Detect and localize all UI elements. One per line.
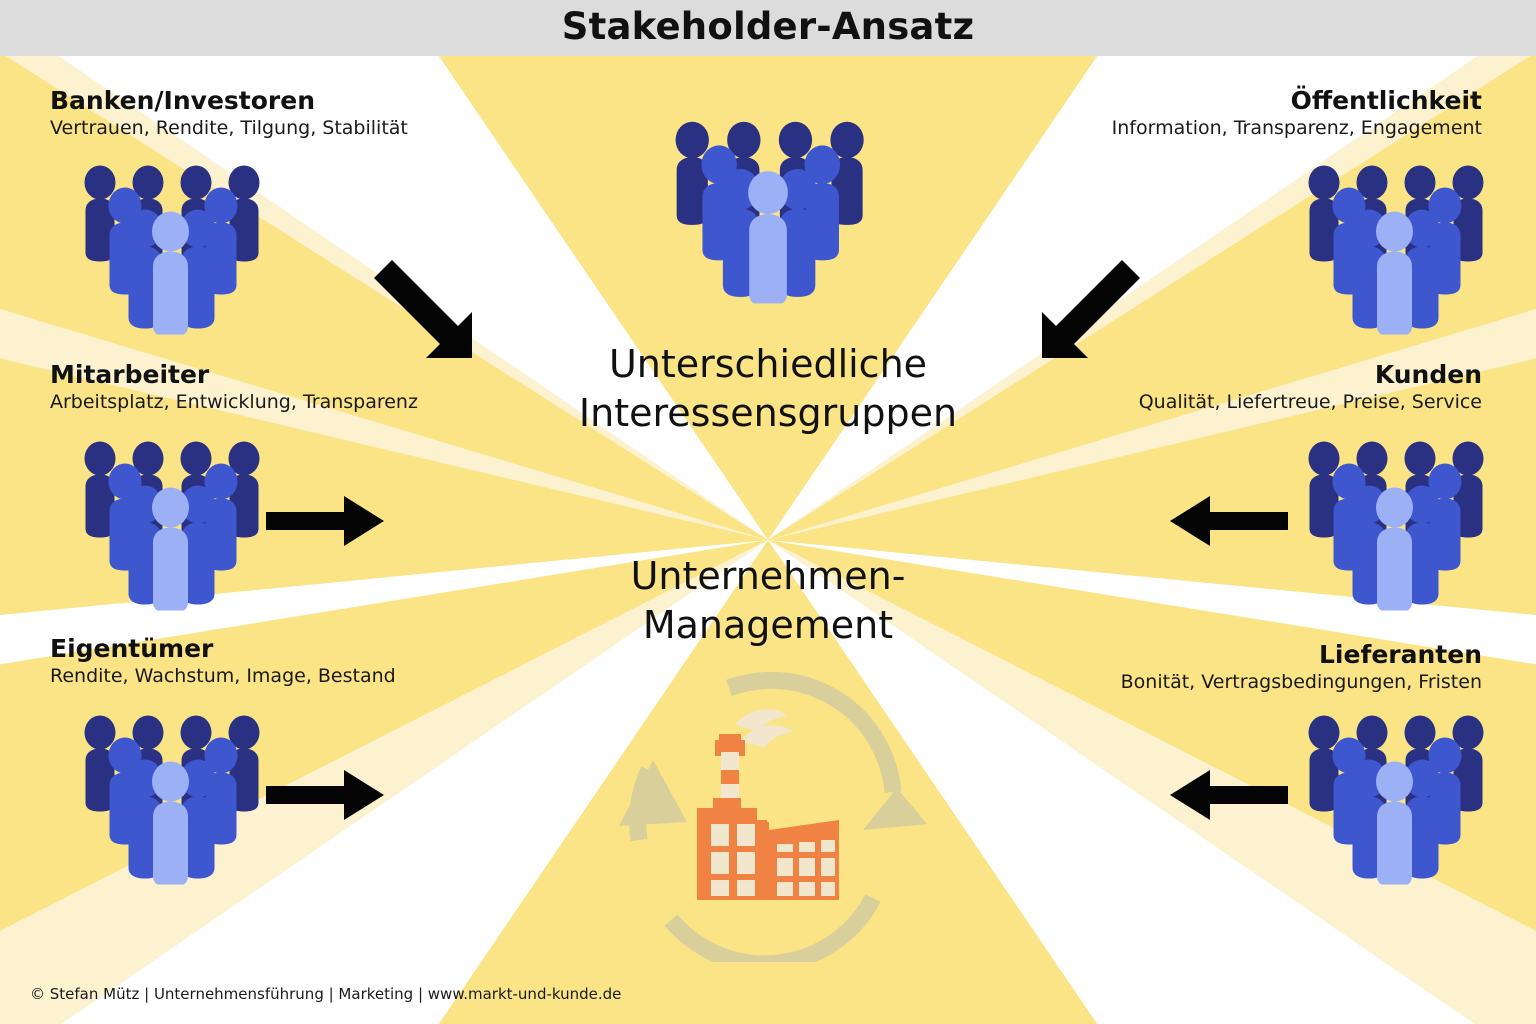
stakeholder-label-lieferanten: Lieferanten Bonität, Vertragsbedingungen… [922,640,1482,695]
stakeholder-label-banken-investoren: Banken/Investoren Vertrauen, Rendite, Ti… [50,86,530,141]
stakeholder-subtitle: Rendite, Wachstum, Image, Bestand [50,665,396,688]
page-title: Stakeholder-Ansatz [561,5,975,48]
people-group-icon [70,438,270,613]
header-bar [0,0,1536,56]
stakeholder-title: Öffentlichkeit [1290,86,1482,115]
people-group-icon [1294,162,1494,337]
flow-arrow-kunden [1168,492,1288,550]
center-bottom-caption: Unternehmen- Management [468,552,1068,649]
stakeholder-label-eigentuemer: Eigentümer Rendite, Wachstum, Image, Bes… [50,634,530,689]
stakeholder-subtitle: Arbeitsplatz, Entwicklung, Transparenz [50,391,418,414]
stakeholder-people-mitarbeiter [70,438,270,613]
flow-arrow-mitarbeiter [266,492,386,550]
center-bottom-caption-line2: Management [642,602,894,647]
arrow-left-icon [1168,492,1288,550]
copyright-credit: © Stefan Mütz | Unternehmensführung | Ma… [30,985,622,1003]
stakeholder-subtitle: Vertrauen, Rendite, Tilgung, Stabilität [50,117,408,140]
people-group-icon [70,712,270,887]
stakeholder-title: Kunden [1374,360,1482,389]
people-group-icon [1294,438,1494,613]
stakeholder-subtitle: Qualität, Liefertreue, Preise, Service [1138,391,1482,414]
company-factory-block [598,662,934,962]
center-bottom-caption-line1: Unternehmen- [630,554,906,598]
flow-arrow-eigentuemer [266,766,386,824]
stakeholder-people-eigentuemer [70,712,270,887]
arrow-right-icon [266,492,386,550]
flow-arrow-lieferanten [1168,766,1288,824]
center-people-group [660,118,875,306]
center-top-caption-line1: Unterschiedliche [608,342,928,386]
center-top-caption-line2: Interessensgruppen [578,390,958,435]
arrow-left-icon [1168,766,1288,824]
stakeholder-label-kunden: Kunden Qualität, Liefertreue, Preise, Se… [922,360,1482,415]
arrow-right-icon [266,766,386,824]
center-top-caption: Unterschiedliche Interessensgruppen [468,340,1068,437]
stakeholder-title: Eigentümer [50,634,214,663]
stakeholder-people-lieferanten [1294,712,1494,887]
stakeholder-subtitle: Bonität, Vertragsbedingungen, Fristen [1120,671,1482,694]
factory-cycle-icon [598,662,934,962]
stakeholder-people-oeffentlichkeit [1294,162,1494,337]
people-group-icon [70,162,270,337]
stakeholder-people-kunden [1294,438,1494,613]
people-group-icon [660,118,875,306]
stakeholder-title: Mitarbeiter [50,360,210,389]
flow-arrow-banken-investoren [372,258,482,362]
arrow-down-right-icon [372,258,482,362]
stakeholder-label-mitarbeiter: Mitarbeiter Arbeitsplatz, Entwicklung, T… [50,360,530,415]
stakeholder-label-oeffentlichkeit: Öffentlichkeit Information, Transparenz,… [922,86,1482,141]
stakeholder-people-banken-investoren [70,162,270,337]
stakeholder-title: Lieferanten [1319,640,1482,669]
people-group-icon [1294,712,1494,887]
stakeholder-title: Banken/Investoren [50,86,316,115]
stakeholder-subtitle: Information, Transparenz, Engagement [1111,117,1482,140]
